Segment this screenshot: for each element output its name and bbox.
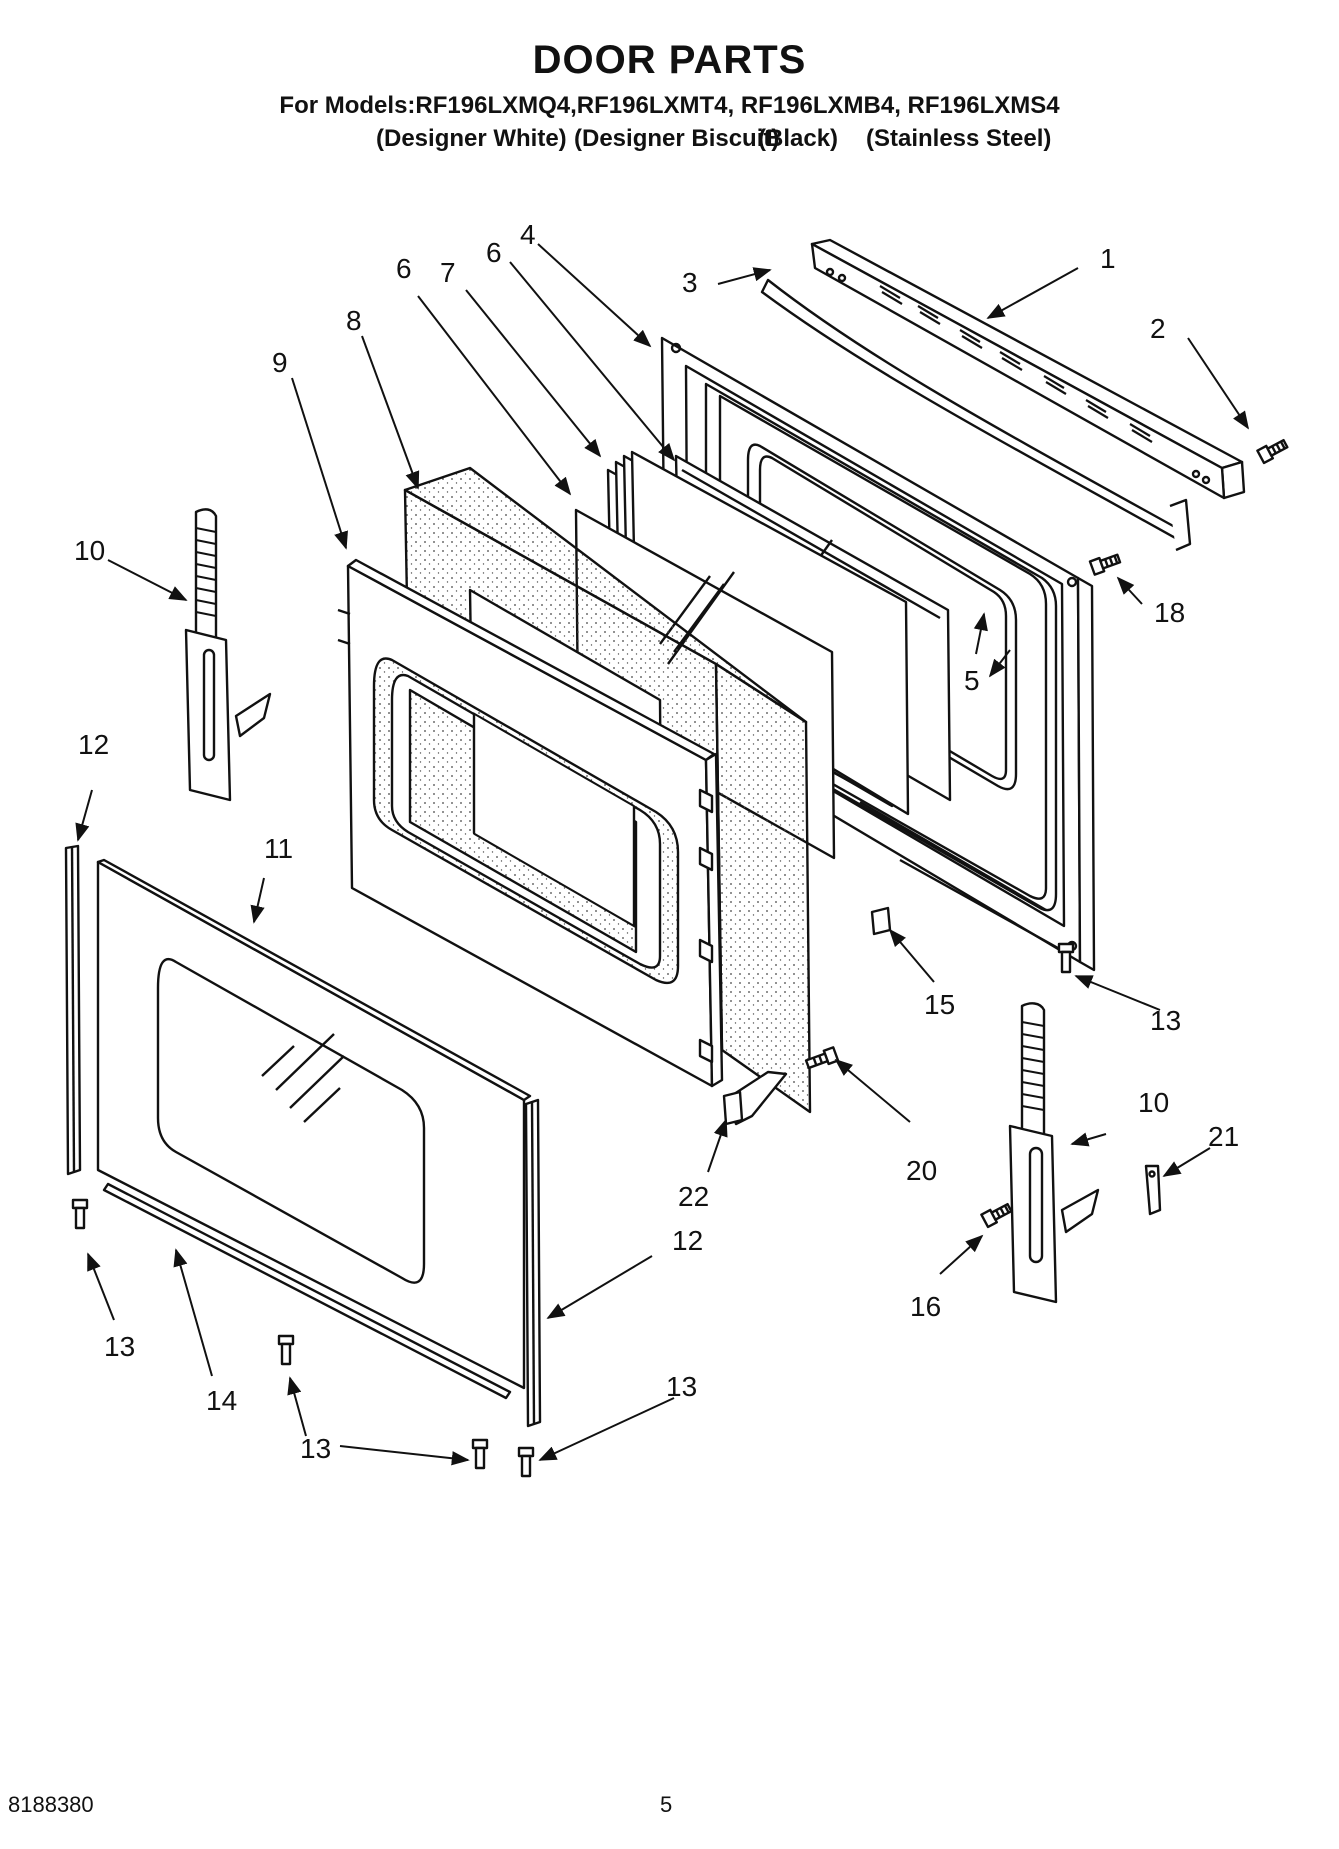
clip-21-part (1144, 1164, 1162, 1216)
document-number: 8188380 (8, 1792, 94, 1817)
callout-6: 6 (396, 253, 412, 284)
models-line: For Models:RF196LXMQ4,RF196LXMT4, RF196L… (279, 92, 1060, 119)
variant-designer-white: (Designer White) (376, 125, 567, 152)
screw-20-part (804, 1046, 840, 1070)
callout-15: 15 (924, 989, 955, 1020)
leader-lines (75, 243, 1249, 1466)
door-gasket-part (746, 443, 1059, 950)
side-trim-left-part (64, 844, 82, 1176)
bottom-trim-part (102, 1182, 512, 1400)
bracket-22-part (722, 1070, 788, 1126)
screw-18-part (1088, 553, 1122, 576)
callout-13: 13 (666, 1371, 697, 1402)
screw-2-part (1256, 438, 1289, 465)
callout-labels: 1 2 3 4 5 6 6 7 8 9 10 10 11 12 12 13 13… (74, 219, 1239, 1464)
callout-6: 6 (486, 237, 502, 268)
callout-20: 20 (906, 1155, 937, 1186)
callout-16: 16 (910, 1291, 941, 1322)
callout-10: 10 (1138, 1087, 1169, 1118)
callout-1: 1 (1100, 243, 1116, 274)
callout-22: 22 (678, 1181, 709, 1212)
vent-trim-part (810, 238, 1246, 500)
callout-3: 3 (682, 267, 698, 298)
outer-door-glass-part (96, 858, 532, 1390)
callout-13: 13 (300, 1433, 331, 1464)
variant-black: (Black) (758, 125, 839, 152)
callout-7: 7 (440, 257, 456, 288)
hinge-right-part (1008, 1002, 1100, 1304)
door-trim-strip-part (760, 278, 1192, 552)
variant-designer-biscuit: (Designer Biscuit) (574, 125, 780, 152)
callout-4: 4 (520, 219, 536, 250)
page-number: 5 (660, 1792, 673, 1817)
callout-2: 2 (1150, 313, 1166, 344)
callout-12: 12 (78, 729, 109, 760)
clip-15-part (870, 906, 892, 936)
page-title: DOOR PARTS (532, 38, 807, 82)
callout-12: 12 (672, 1225, 703, 1256)
callout-13: 13 (1150, 1005, 1181, 1036)
door-liner-part (337, 558, 724, 1088)
side-trim-right-part (524, 1098, 542, 1428)
callout-18: 18 (1154, 597, 1185, 628)
callout-14: 14 (206, 1385, 237, 1416)
hinge-left-part (184, 508, 272, 802)
callout-21: 21 (1208, 1121, 1239, 1152)
screw-16-part (980, 1202, 1013, 1229)
callout-5: 5 (964, 665, 980, 696)
screw-13-part (71, 942, 1075, 1478)
callout-9: 9 (272, 347, 288, 378)
callout-10: 10 (74, 535, 105, 566)
callout-13: 13 (104, 1331, 135, 1362)
variant-stainless-steel: (Stainless Steel) (866, 125, 1052, 152)
callout-8: 8 (346, 305, 362, 336)
callout-11: 11 (264, 833, 293, 864)
